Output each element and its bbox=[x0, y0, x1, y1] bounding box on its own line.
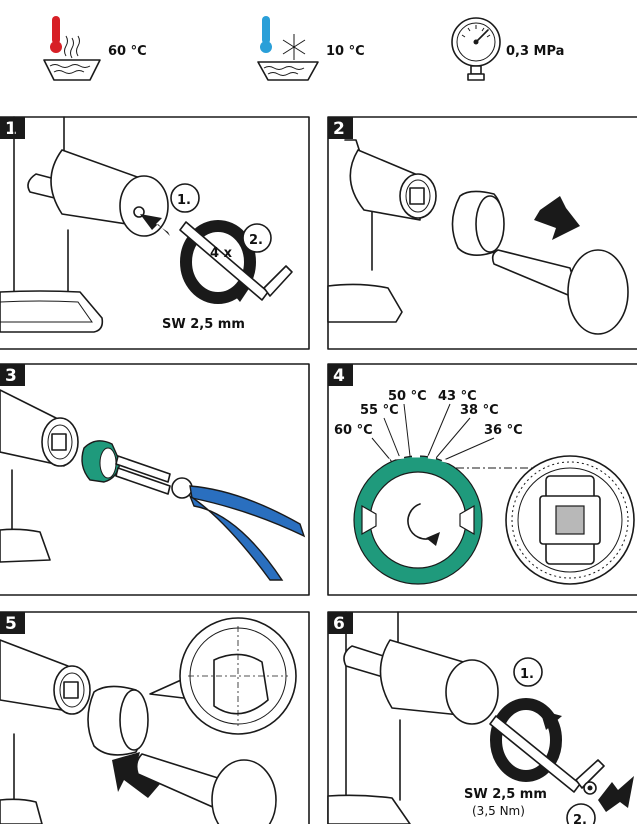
detail-magnifier-icon bbox=[149, 617, 297, 735]
panel-1: 1 1. 2. bbox=[0, 116, 310, 350]
grub-screw-icon bbox=[583, 781, 597, 795]
panel-1-tool-label: SW 2,5 mm bbox=[162, 317, 245, 332]
panel-6-tool-label: SW 2,5 mm bbox=[464, 787, 547, 802]
sleeve-icon bbox=[451, 190, 505, 256]
faucet-body bbox=[0, 733, 43, 824]
steam-icon bbox=[64, 35, 80, 59]
panel-5: 5 bbox=[0, 611, 310, 824]
temp-label-36: 36 °C bbox=[484, 423, 523, 438]
pliers-icon bbox=[115, 455, 306, 581]
hex-key-icon bbox=[179, 221, 293, 301]
push-arrow-icon bbox=[598, 776, 634, 812]
panel-1-step-1-label: 1. bbox=[177, 193, 191, 208]
snowflake-icon bbox=[282, 34, 306, 60]
header-hot-water: 60 °C bbox=[43, 16, 147, 81]
arrow-right-icon bbox=[534, 196, 580, 240]
panel-4-number: 4 bbox=[333, 366, 345, 386]
step-1-callout: 1. bbox=[513, 657, 543, 687]
panel-6-number: 6 bbox=[333, 614, 345, 634]
hot-thermometer-icon bbox=[50, 16, 62, 53]
header-cold-water: 10 °C bbox=[257, 16, 365, 81]
cartridge-top-view-icon bbox=[505, 455, 635, 585]
push-arrow-icon bbox=[140, 214, 170, 236]
panel-2-number-badge bbox=[328, 117, 353, 139]
panel-5-number-badge bbox=[0, 612, 25, 634]
temperature-ring-icon bbox=[353, 454, 483, 585]
temperature-leader-lines bbox=[371, 403, 495, 463]
faucet-body bbox=[0, 116, 104, 333]
temp-label-38: 38 °C bbox=[460, 403, 499, 418]
panel-3-number: 3 bbox=[5, 366, 17, 386]
panel-6: 6 1. SW 2,5 mm bbox=[327, 611, 637, 824]
faucet-handle bbox=[343, 639, 499, 725]
faucet-body bbox=[327, 611, 411, 824]
panel-1-number: 1 bbox=[5, 119, 17, 139]
cold-temperature-label: 10 °C bbox=[326, 44, 365, 59]
pressure-gauge-icon bbox=[451, 17, 501, 81]
cartridge-icon bbox=[0, 639, 91, 715]
hot-temperature-label: 60 °C bbox=[108, 44, 147, 59]
step-2-callout: 2. bbox=[566, 803, 596, 824]
cold-thermometer-icon bbox=[260, 16, 272, 53]
pressure-label: 0,3 MPa bbox=[506, 44, 564, 59]
arrow-left-icon bbox=[112, 752, 160, 798]
cartridge-icon bbox=[349, 149, 437, 221]
faucet-body bbox=[0, 469, 51, 563]
step-2-callout: 2. bbox=[242, 223, 272, 253]
panel-1-number-badge bbox=[0, 117, 25, 139]
temperature-ring-icon bbox=[81, 440, 121, 483]
temperature-scale-labels: 50 °C 43 °C 55 °C 38 °C 60 °C 36 °C bbox=[334, 389, 523, 438]
panel-4-number-badge bbox=[328, 364, 353, 386]
cold-basin-icon bbox=[257, 61, 319, 81]
panel-6-step-2-label: 2. bbox=[573, 813, 587, 824]
hot-basin-icon bbox=[43, 59, 101, 81]
panel-2-number: 2 bbox=[333, 119, 345, 139]
faucet-handle bbox=[27, 149, 169, 237]
panel-5-number: 5 bbox=[5, 614, 17, 634]
lever-handle-icon bbox=[135, 753, 277, 824]
hex-key-icon bbox=[489, 715, 605, 793]
step-1-callout: 1. bbox=[170, 183, 200, 213]
panel-6-torque-label: (3,5 Nm) bbox=[472, 804, 525, 818]
header-pressure: 0,3 MPa bbox=[451, 17, 564, 81]
rotation-arrow-icon bbox=[180, 220, 256, 304]
sleeve-icon bbox=[87, 685, 149, 756]
cartridge-icon bbox=[0, 389, 79, 467]
panel-1-step-2-label: 2. bbox=[249, 233, 263, 248]
lever-handle-icon bbox=[491, 249, 629, 335]
rotation-arrow-icon bbox=[407, 503, 440, 546]
panel-4: 4 50 °C 43 °C 55 °C 38 °C 60 °C 36 °C bbox=[327, 363, 637, 596]
panel-6-step-1-label: 1. bbox=[520, 667, 534, 682]
panel-3-number-badge bbox=[0, 364, 25, 386]
panel-1-turns-label: 4 x bbox=[210, 246, 233, 261]
temp-label-50: 50 °C bbox=[388, 389, 427, 404]
panel-3: 3 bbox=[0, 363, 310, 596]
temp-label-60: 60 °C bbox=[334, 423, 373, 438]
temp-label-43: 43 °C bbox=[438, 389, 477, 404]
panel-2: 2 bbox=[327, 116, 637, 350]
temp-label-55: 55 °C bbox=[360, 403, 399, 418]
rotation-arrow-icon bbox=[490, 698, 562, 782]
